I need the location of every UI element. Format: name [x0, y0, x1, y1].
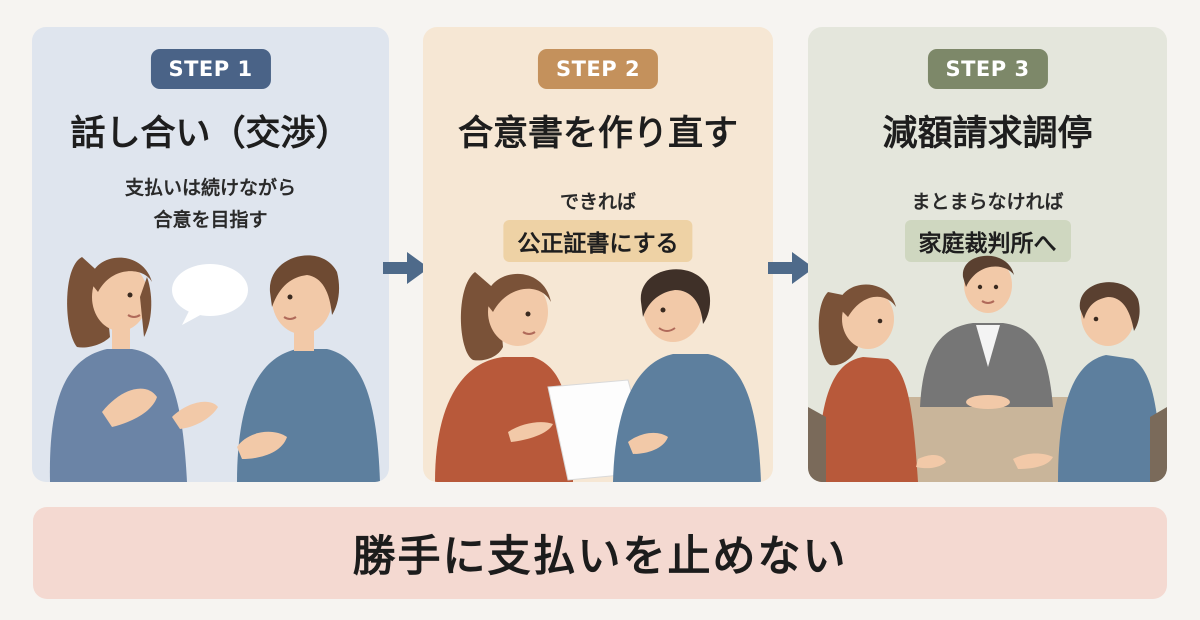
right-arrow-icon [383, 252, 429, 284]
step-3-subtitle: まとまらなければ [911, 191, 1064, 213]
warning-banner: 勝手に支払いを止めない [33, 507, 1167, 599]
step-1-panel: STEP 1 話し合い（交渉） 支払いは続けながら 合意を目指す [32, 27, 389, 482]
step-3-illustration-mediation [808, 255, 1167, 482]
speech-bubble-icon [172, 264, 248, 325]
step-2-highlight: 公正証書にする [503, 220, 693, 262]
step-2-panel: STEP 2 合意書を作り直す できれば 公正証書にする [423, 27, 773, 482]
step-1-badge: STEP 1 [150, 49, 271, 89]
step-2-illustration-reviewing-document [435, 269, 761, 482]
step-2-badge: STEP 2 [537, 49, 659, 89]
man-figure [613, 269, 761, 482]
step-1-subtitle-line-2: 合意を目指す [153, 209, 268, 231]
warning-banner-text: 勝手に支払いを止めない [352, 532, 848, 582]
right-arrow-icon [768, 252, 814, 284]
step-1-title: 話し合い（交渉） [70, 114, 351, 154]
man-figure [237, 255, 380, 482]
step-2-subtitle: できれば [559, 191, 636, 213]
step-3-highlight: 家庭裁判所へ [904, 220, 1071, 262]
step-1-subtitle-line-1: 支払いは続けながら [124, 177, 296, 199]
step-3-panel: STEP 3 減額請求調停 まとまらなければ 家庭裁判所へ [808, 27, 1167, 482]
woman-figure [818, 284, 946, 482]
woman-figure [49, 257, 218, 482]
mediator-figure [920, 255, 1053, 409]
step-1-illustration-two-people-talking [49, 255, 380, 482]
step-2-title: 合意書を作り直す [457, 114, 738, 154]
step-3-badge: STEP 3 [927, 49, 1048, 89]
woman-figure [435, 272, 573, 482]
man-figure [1013, 282, 1163, 482]
step-3-title: 減額請求調停 [882, 114, 1093, 154]
